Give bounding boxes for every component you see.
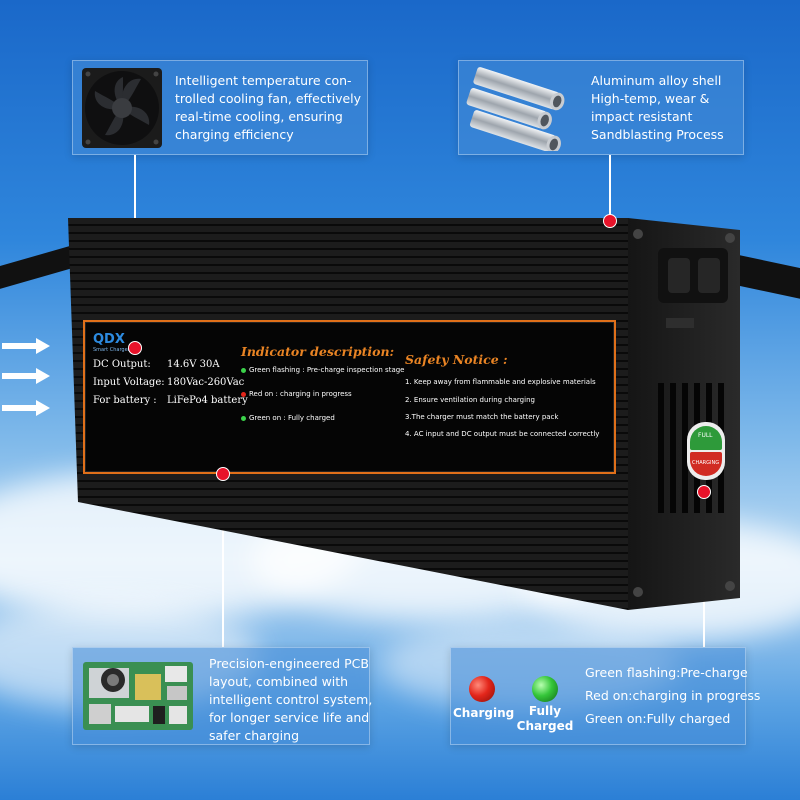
cooling-fan-icon bbox=[82, 68, 162, 148]
green-led-icon bbox=[532, 676, 558, 702]
safety-item: 1. Keep away from flammable and explosiv… bbox=[405, 378, 596, 386]
spec-value: LiFePo4 battery bbox=[167, 395, 248, 406]
fan-text-line: Intelligent temperature con- bbox=[175, 73, 352, 88]
pcb-text-line: safer charging bbox=[209, 728, 300, 743]
shell-text-line: Aluminum alloy shell bbox=[591, 73, 722, 88]
pcb-text-line: layout, combined with bbox=[209, 674, 349, 689]
brand-subtitle: Smart Charger bbox=[93, 347, 130, 353]
fully-caption: Fully bbox=[528, 704, 562, 718]
shell-text-line: Sandblasting Process bbox=[591, 127, 724, 142]
fan-text-line: charging efficiency bbox=[175, 127, 294, 142]
pcb-text-line: intelligent control system, bbox=[209, 692, 373, 707]
indicator-item: Green flashing : Pre-charge inspection s… bbox=[249, 366, 405, 374]
shell-callout-panel: Aluminum alloy shell High-temp, wear & i… bbox=[458, 60, 744, 155]
spec-key: Input Voltage: bbox=[93, 377, 165, 388]
indicator-item: Green on : Fully charged bbox=[249, 414, 335, 422]
spec-key: For battery : bbox=[93, 395, 157, 406]
red-led-icon bbox=[469, 676, 495, 702]
legend-item: Red on:charging in progress bbox=[585, 688, 761, 703]
charged-caption: Charged bbox=[516, 719, 574, 733]
charger-label: QDX Smart Charger DC Output: 14.6V 30A I… bbox=[83, 320, 616, 474]
led-full-text: FULL bbox=[698, 432, 713, 439]
pcb-leader-line bbox=[222, 475, 224, 647]
legend-item: Green flashing:Pre-charge bbox=[585, 665, 748, 680]
pcb-board-icon bbox=[83, 662, 193, 730]
indicator-marker-dot bbox=[697, 485, 711, 499]
pcb-text-line: for longer service life and bbox=[209, 710, 370, 725]
charging-caption: Charging bbox=[453, 706, 515, 720]
shell-marker-dot bbox=[603, 214, 617, 228]
fan-callout-text: Intelligent temperature con- trolled coo… bbox=[175, 72, 361, 144]
indicator-heading: Indicator description: bbox=[241, 344, 395, 359]
safety-item: 3.The charger must match the battery pac… bbox=[405, 413, 559, 421]
pcb-callout-panel: Precision-engineered PCB layout, combine… bbox=[72, 647, 372, 745]
brand-logo: QDX bbox=[93, 332, 125, 347]
shell-text-line: impact resistant bbox=[591, 109, 693, 124]
led-charging-text: CHARGING bbox=[692, 460, 720, 466]
safety-item: 2. Ensure ventilation during charging bbox=[405, 396, 535, 404]
safety-heading: Safety Notice : bbox=[405, 352, 508, 367]
spec-value: 180Vac-260Vac bbox=[167, 377, 245, 388]
fan-text-line: trolled cooling fan, effectively bbox=[175, 91, 362, 106]
indicator-item: Red on : charging in progress bbox=[249, 390, 352, 398]
fan-text-line: real-time cooling, ensuring bbox=[175, 109, 343, 124]
airflow-arrow-icon bbox=[2, 400, 50, 416]
shell-callout-text: Aluminum alloy shell High-temp, wear & i… bbox=[591, 72, 724, 144]
pcb-callout-text: Precision-engineered PCB layout, combine… bbox=[209, 655, 372, 745]
spec-key: DC Output: bbox=[93, 359, 151, 370]
shell-text-line: High-temp, wear & bbox=[591, 91, 710, 106]
green-led-icon bbox=[241, 416, 246, 421]
pcb-marker-dot bbox=[216, 467, 230, 481]
fan-marker-dot bbox=[128, 341, 142, 355]
pcb-text-line: Precision-engineered PCB bbox=[209, 656, 369, 671]
safety-item: 4. AC input and DC output must be connec… bbox=[405, 430, 600, 438]
airflow-arrow-icon bbox=[2, 368, 50, 384]
charger-status-led: FULL CHARGING bbox=[687, 422, 725, 480]
legend-item: Green on:Fully charged bbox=[585, 711, 731, 726]
shell-leader-line bbox=[609, 155, 611, 220]
fan-callout-panel: Intelligent temperature con- trolled coo… bbox=[72, 60, 368, 155]
aluminum-tubes-icon bbox=[466, 67, 565, 151]
indicator-callout-panel: Charging Fully Charged Green flashing:Pr… bbox=[450, 647, 760, 745]
airflow-arrow-icon bbox=[2, 338, 50, 354]
red-led-icon bbox=[241, 392, 246, 397]
spec-value: 14.6V 30A bbox=[167, 359, 220, 370]
green-led-icon bbox=[241, 368, 246, 373]
